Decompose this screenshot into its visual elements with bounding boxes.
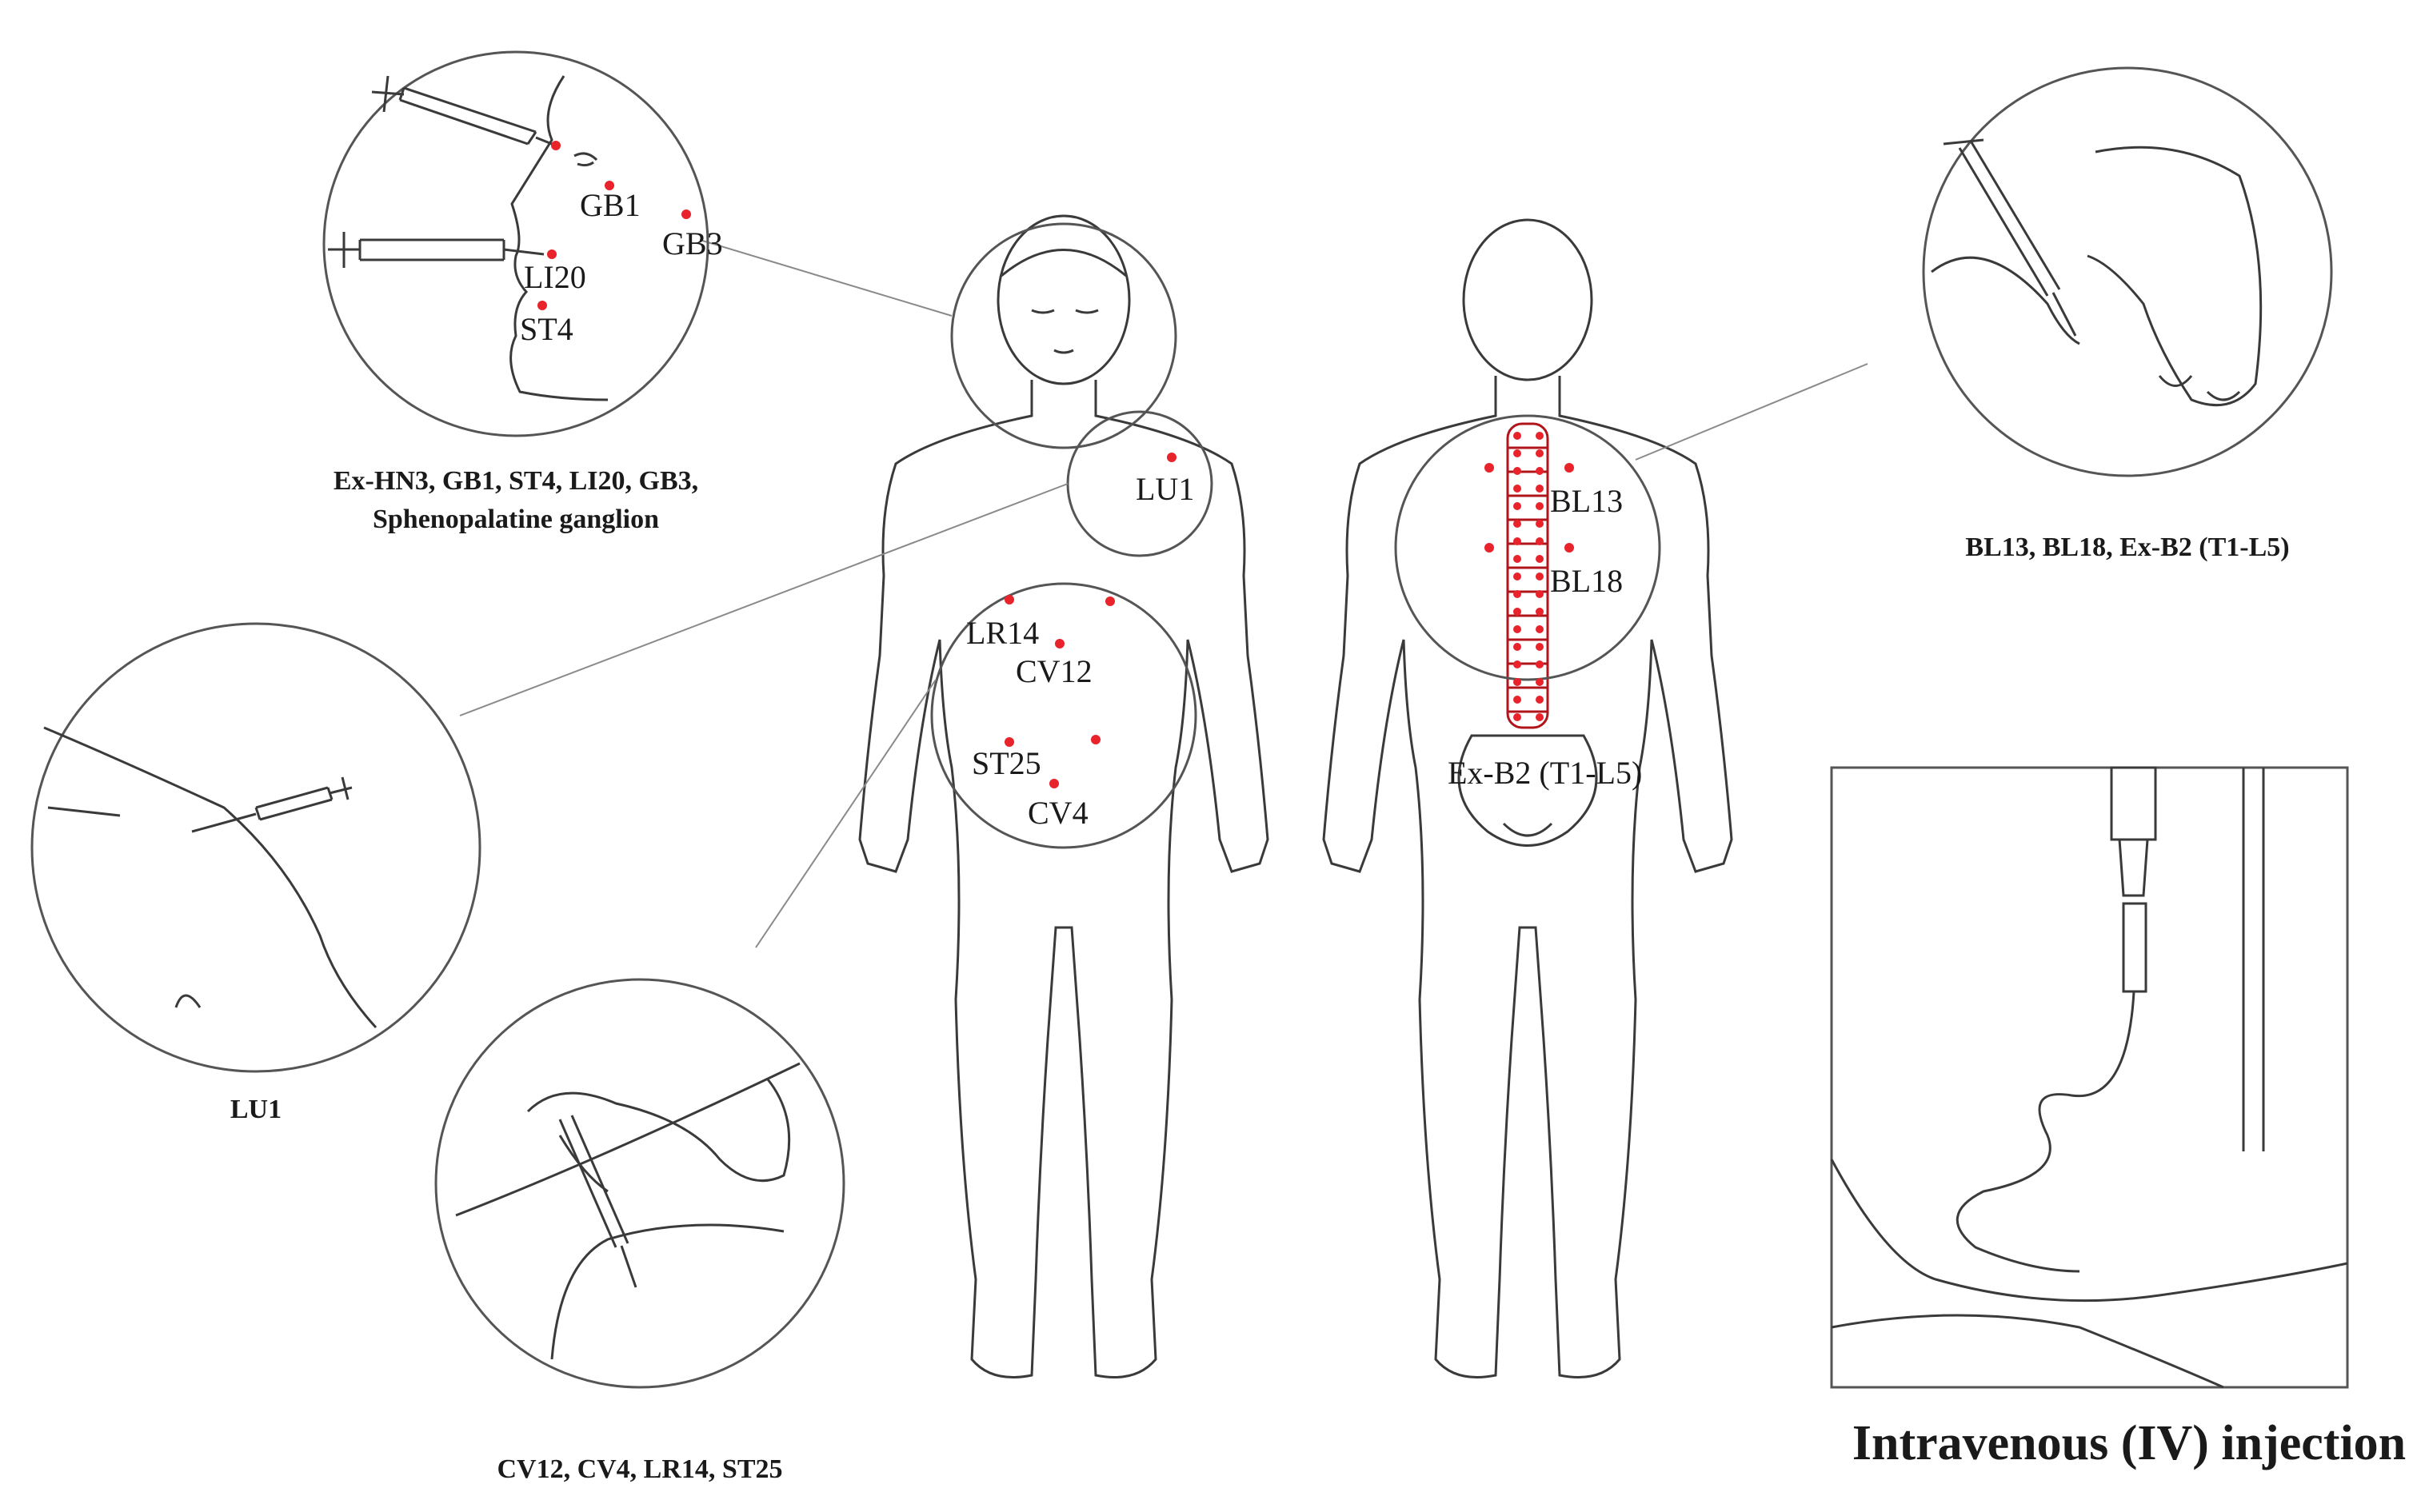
cv4-dot xyxy=(1049,779,1059,788)
label-lu1: LU1 xyxy=(1136,471,1194,507)
label-cv12: CV12 xyxy=(1016,653,1093,689)
bl18-dot-right xyxy=(1564,543,1574,553)
label-exb2: Ex-B2 (T1-L5) xyxy=(1448,755,1642,791)
label-gb3: GB3 xyxy=(662,225,723,261)
exb2-dot xyxy=(1513,696,1521,704)
st25-dot-right xyxy=(1091,735,1101,744)
exb2-dot xyxy=(1536,660,1544,668)
exb2-dot xyxy=(1513,625,1521,633)
exb2-dot xyxy=(1513,660,1521,668)
caption-iv: Intravenous (IV) injection xyxy=(1852,1416,2406,1470)
bl18-dot-left xyxy=(1484,543,1494,553)
connector-lines xyxy=(459,239,1868,948)
exb2-dot xyxy=(1536,502,1544,510)
exb2-dot xyxy=(1513,713,1521,721)
caption-shoulder: LU1 xyxy=(230,1095,282,1124)
iv-drip-chamber xyxy=(2110,766,2157,993)
label-cv4: CV4 xyxy=(1028,795,1089,831)
exb2-dot xyxy=(1536,678,1544,686)
exb2-dot xyxy=(1536,590,1544,598)
exb2-dot xyxy=(1513,485,1521,493)
caption-back: BL13, BL18, Ex-B2 (T1-L5) xyxy=(1965,533,2289,562)
exb2-dot xyxy=(1536,555,1544,563)
exb2-dot xyxy=(1513,555,1521,563)
caption-face-line2: Sphenopalatine ganglion xyxy=(373,505,659,534)
cv12-dot xyxy=(1055,639,1065,648)
label-bl13: BL13 xyxy=(1550,483,1623,519)
syringe-back xyxy=(1943,138,2077,337)
exb2-dot xyxy=(1513,643,1521,651)
bl13-dot-right xyxy=(1564,463,1574,473)
exb2-dot xyxy=(1513,608,1521,616)
exb2-dot xyxy=(1513,449,1521,457)
lr14-dot-left xyxy=(1005,595,1014,604)
caption-face-line1: Ex-HN3, GB1, ST4, LI20, GB3, xyxy=(334,466,698,496)
label-st4: ST4 xyxy=(520,311,573,347)
bl13-dot-left xyxy=(1484,463,1494,473)
exb2-dot xyxy=(1513,678,1521,686)
lr14-dot-right xyxy=(1105,596,1115,606)
front-acupoint-dots xyxy=(1005,453,1177,788)
syringe-upper xyxy=(371,75,557,147)
label-li20: LI20 xyxy=(524,259,586,295)
label-st25: ST25 xyxy=(972,745,1041,781)
exb2-dot xyxy=(1536,485,1544,493)
shoulder-injection-inset xyxy=(30,622,481,1073)
exb2-dots xyxy=(1513,432,1544,721)
label-bl18: BL18 xyxy=(1550,563,1623,599)
exb2-dot xyxy=(1536,449,1544,457)
exb2-dot xyxy=(1536,432,1544,440)
exb2-dot xyxy=(1536,643,1544,651)
abdomen-injection-inset xyxy=(434,978,845,1389)
exb2-dot xyxy=(1513,520,1521,528)
exb2-dot xyxy=(1536,520,1544,528)
spine xyxy=(1506,422,1549,729)
exb2-dot xyxy=(1536,572,1544,580)
exb2-dot xyxy=(1513,537,1521,545)
back-acupoint-dots xyxy=(1484,432,1574,721)
label-lr14: LR14 xyxy=(966,615,1039,651)
exb2-dot xyxy=(1513,502,1521,510)
face-injection-inset: GB1 GB3 LI20 ST4 xyxy=(322,50,723,437)
syringe-abdomen xyxy=(558,1115,637,1288)
exb2-dot xyxy=(1513,467,1521,475)
syringe-shoulder xyxy=(191,776,353,833)
back-body-figure xyxy=(1322,218,1733,1378)
caption-abdomen: CV12, CV4, LR14, ST25 xyxy=(497,1454,782,1484)
region-circles xyxy=(930,222,1661,849)
syringe-lower xyxy=(328,232,545,268)
exb2-dot xyxy=(1536,467,1544,475)
exb2-dot xyxy=(1513,590,1521,598)
exb2-dot xyxy=(1536,537,1544,545)
exb2-dot xyxy=(1536,713,1544,721)
exb2-dot xyxy=(1536,625,1544,633)
label-gb1: GB1 xyxy=(580,187,641,223)
iv-injection-inset xyxy=(1830,766,2349,1389)
back-injection-inset xyxy=(1922,66,2333,477)
exb2-dot xyxy=(1536,608,1544,616)
st25-dot-left xyxy=(1005,737,1014,747)
exb2-dot xyxy=(1513,432,1521,440)
exb2-dot xyxy=(1536,696,1544,704)
front-body-figure xyxy=(858,214,1269,1378)
exb2-dot xyxy=(1513,572,1521,580)
lu1-dot xyxy=(1167,453,1177,462)
